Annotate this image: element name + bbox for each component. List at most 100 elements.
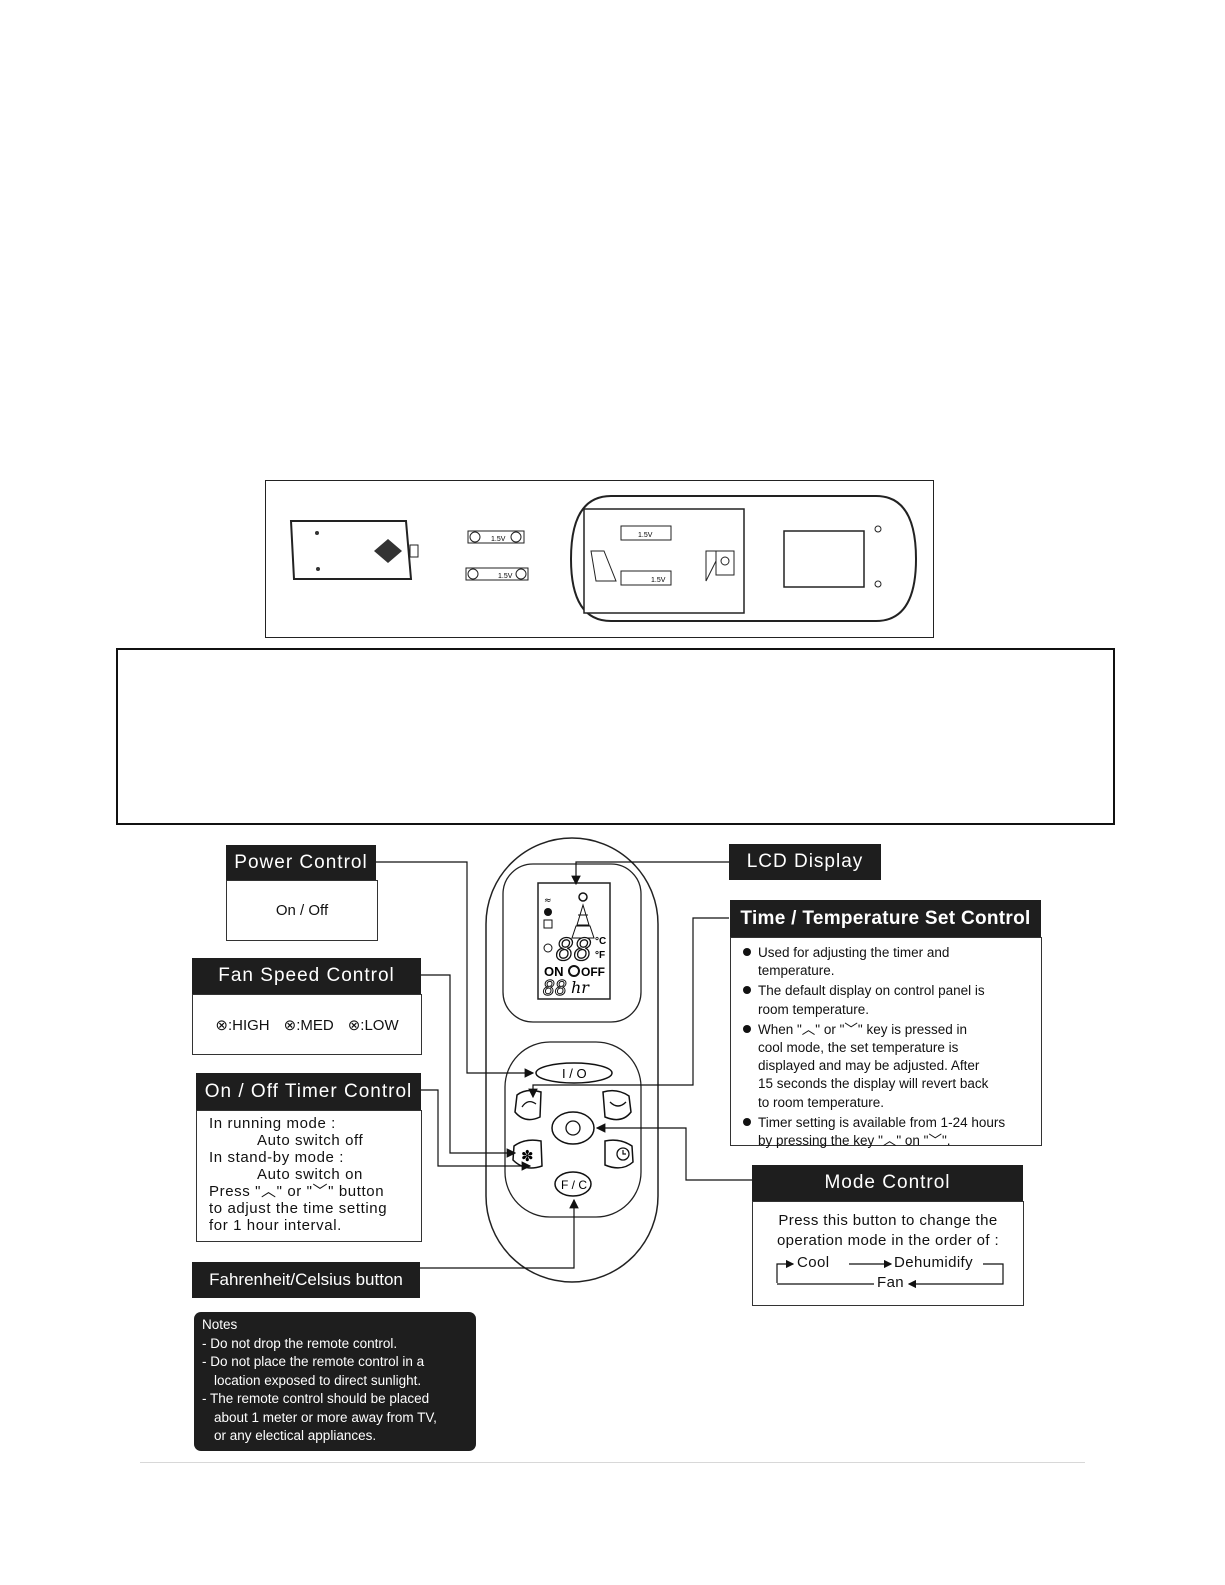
footer-divider xyxy=(140,1462,1085,1463)
bullet-line: The default display on control panel is xyxy=(758,983,985,999)
mode-cool-label: Cool xyxy=(797,1254,830,1271)
fan-speed-body: ⊗:HIGH ⊗:MED ⊗:LOW xyxy=(192,994,422,1055)
bullet-line: cool mode, the set temperature is xyxy=(758,1040,959,1056)
battery-label: 1.5V xyxy=(638,532,653,539)
note-line: - Do not place the remote control in a xyxy=(202,1354,425,1369)
time-temp-title: Time / Temperature Set Control xyxy=(730,900,1041,937)
fan-med-label: :MED xyxy=(296,1016,334,1034)
power-control-title: Power Control xyxy=(226,845,376,880)
battery-icon: 1.5V xyxy=(465,567,529,581)
connector-lines xyxy=(373,861,752,1269)
lcd-display-title: LCD Display xyxy=(729,844,881,880)
battery-illustration-frame: 1.5V 1.5V 1.5V 1.5V xyxy=(265,480,934,638)
fan-speed-title: Fan Speed Control xyxy=(192,958,421,994)
power-control-body: On / Off xyxy=(226,880,378,941)
lcd-screen xyxy=(537,882,611,1000)
timer-line: Auto switch on xyxy=(257,1166,363,1183)
lcd-unit-c: °C xyxy=(595,936,606,947)
timer-line: In stand-by mode : xyxy=(209,1149,345,1166)
note-line: about 1 meter or more away from TV, xyxy=(214,1409,437,1425)
lcd-fan-stack-icon xyxy=(571,892,595,939)
bullet-line: temperature. xyxy=(758,963,835,979)
bullet-line: displayed and may be adjusted. After xyxy=(758,1058,980,1074)
lcd-off: OFF xyxy=(581,965,605,979)
timer-line: to adjust the time setting xyxy=(209,1200,388,1217)
lcd-temp-digits: 88 xyxy=(556,933,592,968)
battery-illustration: 1.5V 1.5V 1.5V 1.5V xyxy=(289,495,918,622)
notes-title: Notes xyxy=(202,1317,238,1332)
fan-high-icon: ⊗ xyxy=(215,1016,228,1034)
mode-control-body: Press this button to change the operatio… xyxy=(752,1201,1024,1306)
bullet-dot-icon xyxy=(743,948,751,956)
fan-low-icon: ⊗ xyxy=(347,1016,361,1034)
up-button[interactable] xyxy=(514,1089,542,1121)
fan-med-icon: ⊗ xyxy=(283,1016,297,1034)
fan-icon: ✽ xyxy=(521,1147,534,1165)
chevron-up-icon xyxy=(521,1100,537,1108)
bullet-line: When "︿" or "﹀" key is pressed in xyxy=(758,1021,967,1037)
down-button[interactable] xyxy=(602,1089,632,1121)
battery-label: 1.5V xyxy=(491,536,506,543)
lcd-on: ON xyxy=(544,964,564,979)
battery-cover xyxy=(289,520,419,580)
power-button-label: I / O xyxy=(562,1066,587,1081)
note-line: - The remote control should be placed xyxy=(202,1391,430,1406)
time-temp-bullet: The default display on control panel is r… xyxy=(743,982,1033,1018)
bullet-line: Used for adjusting the timer and xyxy=(758,945,950,960)
timer-body: In running mode : Auto switch off In sta… xyxy=(196,1110,422,1242)
notes-panel: Notes - Do not drop the remote control. … xyxy=(194,1312,476,1451)
mode-circle-icon xyxy=(565,1120,581,1136)
bullet-dot-icon xyxy=(743,1117,751,1126)
fan-low-label: :LOW xyxy=(360,1016,399,1034)
note-line: - Do not drop the remote control. xyxy=(202,1335,398,1351)
fan-high-item: ⊗:HIGH xyxy=(215,1016,269,1034)
time-temp-bullet: Used for adjusting the timer and temperat… xyxy=(743,944,1033,980)
lcd-mode-icons: ≈ xyxy=(543,896,553,953)
bullet-line: by pressing the key "︿" on "﹀". xyxy=(758,1133,951,1149)
mode-button[interactable] xyxy=(551,1111,595,1145)
fan-med-item: ⊗:MED xyxy=(284,1016,334,1034)
mode-dehumidify-label: Dehumidify xyxy=(894,1254,974,1271)
bullet-line: to room temperature. xyxy=(758,1094,885,1110)
timer-line: for 1 hour interval. xyxy=(209,1217,342,1234)
mode-fan-label: Fan xyxy=(877,1274,905,1291)
lcd-time-digits: 88 xyxy=(543,976,567,1000)
chevron-down-icon xyxy=(609,1101,627,1107)
mode-line-1: Press this button to change the xyxy=(778,1212,998,1229)
lcd-clock-icon xyxy=(568,965,580,977)
bullet-dot-icon xyxy=(743,1024,751,1033)
blank-frame xyxy=(116,648,1115,825)
mode-cycle: Cool Dehumidify Fan xyxy=(761,1251,1015,1295)
timer-title: On / Off Timer Control xyxy=(196,1073,421,1110)
mode-cycle-arrows xyxy=(776,1259,1004,1289)
note-line: or any electical appliances. xyxy=(214,1428,377,1443)
fan-low-item: ⊗:LOW xyxy=(348,1016,399,1034)
lcd-hr: hr xyxy=(571,978,590,997)
time-temp-bullet: When "︿" or "﹀" key is pressed in cool m… xyxy=(743,1021,1033,1112)
fc-button[interactable]: F / C xyxy=(554,1171,592,1197)
timer-line: Press "︿" or "﹀" button xyxy=(209,1183,385,1200)
fan-speed-button[interactable]: ✽ xyxy=(512,1139,543,1169)
fc-button-label: F / C xyxy=(561,1178,587,1192)
bullet-line: 15 seconds the display will revert back xyxy=(758,1076,989,1092)
bullet-line: room temperature. xyxy=(758,1001,870,1017)
note-line: location exposed to direct sunlight. xyxy=(214,1372,422,1388)
mode-line-2: operation mode in the order of : xyxy=(776,1232,1000,1249)
timer-line: Auto switch off xyxy=(257,1132,364,1149)
mode-control-title: Mode Control xyxy=(752,1165,1023,1201)
fan-high-label: :HIGH xyxy=(227,1016,270,1034)
power-button[interactable]: I / O xyxy=(535,1062,613,1084)
time-temp-bullet: Timer setting is available from 1-24 hou… xyxy=(743,1114,1033,1150)
clock-icon xyxy=(616,1147,630,1161)
svg-text:≈: ≈ xyxy=(544,896,552,906)
timer-button[interactable] xyxy=(604,1139,634,1169)
battery-label: 1.5V xyxy=(651,577,666,584)
fc-title: Fahrenheit/Celsius button xyxy=(192,1262,420,1298)
battery-label: 1.5V xyxy=(498,573,513,580)
lcd-unit-f: °F xyxy=(595,950,605,961)
bullet-dot-icon xyxy=(743,986,751,995)
bullet-line: Timer setting is available from 1-24 hou… xyxy=(758,1114,1006,1130)
timer-line: In running mode : xyxy=(209,1115,336,1132)
remote-back: 1.5V 1.5V xyxy=(569,495,918,622)
